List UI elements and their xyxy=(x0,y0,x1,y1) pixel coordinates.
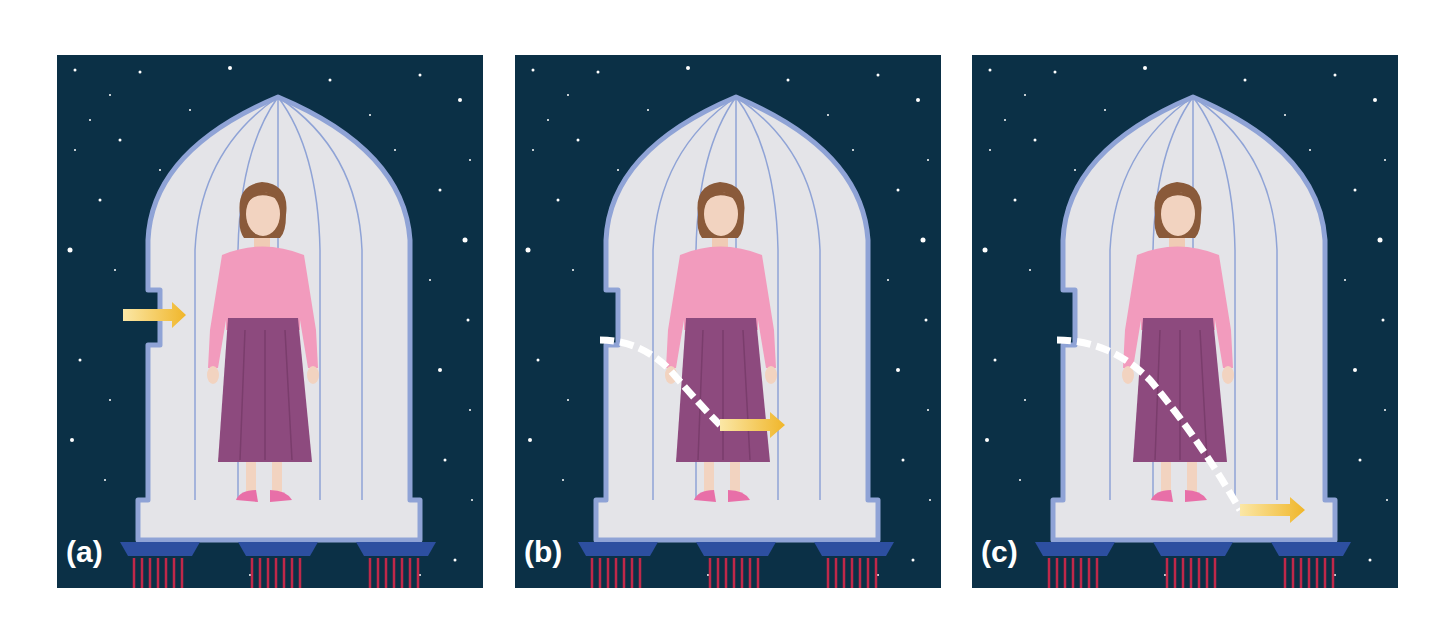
light-beam xyxy=(123,302,186,328)
light-beam xyxy=(720,412,785,438)
light-beam xyxy=(1240,497,1305,523)
light-path xyxy=(1057,340,1240,510)
panel-label: (b) xyxy=(524,537,562,567)
panel-label: (a) xyxy=(66,537,103,567)
light-path xyxy=(600,340,720,425)
panel-label: (c) xyxy=(981,537,1018,567)
